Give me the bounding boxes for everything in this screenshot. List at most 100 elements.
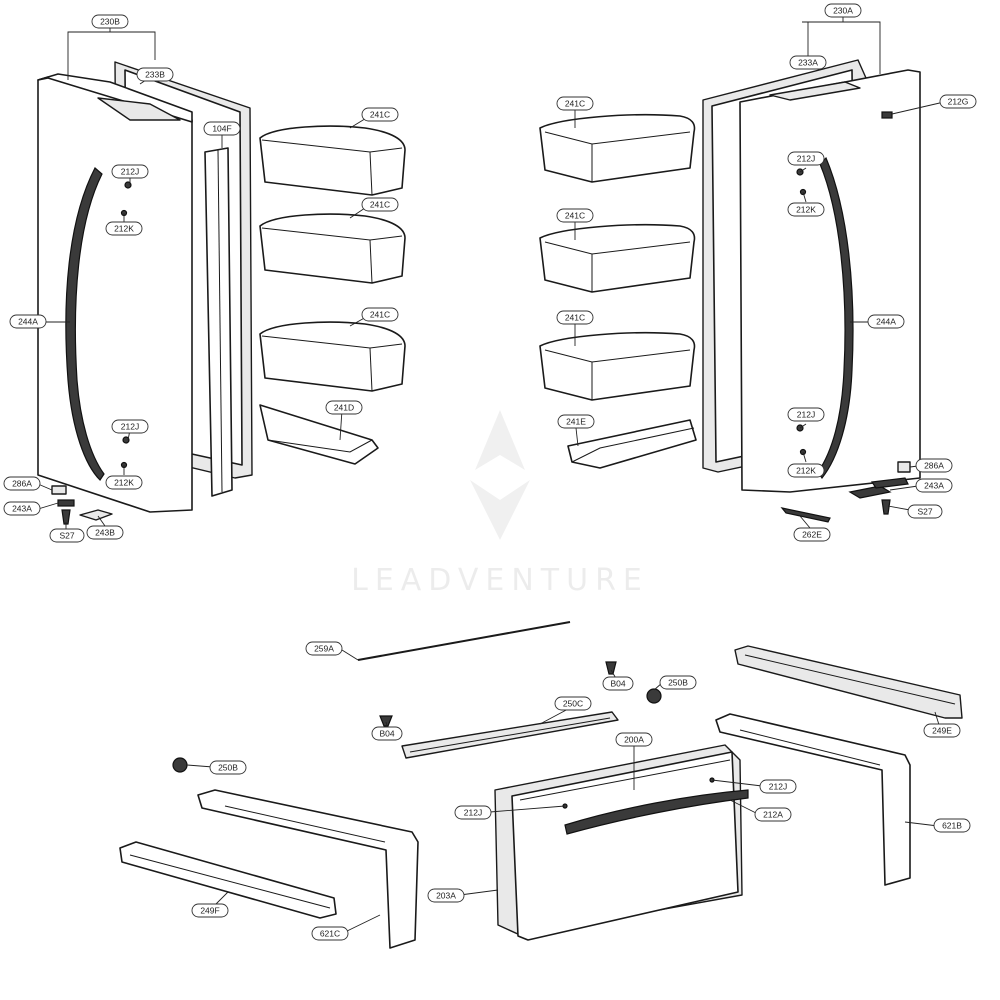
callout-241D: 241D (325, 400, 363, 415)
right-door-bins (539, 113, 697, 469)
svg-text:230B: 230B (100, 17, 120, 27)
callout-241E: 241E (557, 414, 595, 429)
svg-text:241C: 241C (565, 211, 585, 221)
svg-text:262E: 262E (802, 530, 822, 540)
door-bin-241C-left-1 (259, 125, 406, 196)
svg-text:233A: 233A (798, 58, 818, 68)
svg-text:250B: 250B (218, 763, 238, 773)
callout-203A: 203A (427, 888, 465, 903)
svg-text:233B: 233B (145, 70, 165, 80)
svg-text:212J: 212J (464, 808, 482, 818)
svg-text:250B: 250B (668, 678, 688, 688)
hinge-243A-right (848, 485, 892, 499)
right-door-top-cap (769, 81, 861, 101)
callout-250B-lower: 250B (209, 760, 247, 775)
svg-text:S27: S27 (917, 507, 932, 517)
watermark-text: LEADVENTURE (351, 563, 649, 598)
svg-text:B04: B04 (379, 729, 394, 739)
screw-212J-bottom-left (122, 436, 130, 444)
screw-S27-left (61, 509, 71, 525)
door-bin-241D (259, 404, 379, 465)
callout-212J-drawer-right: 212J (759, 779, 797, 794)
mullion-bar (204, 147, 233, 497)
callout-241C-left-1: 241C (361, 107, 399, 122)
door-bin-241C-left-2 (259, 213, 406, 284)
left-door-assembly (37, 61, 253, 525)
callout-286A-left: 286A (3, 476, 41, 491)
svg-text:244A: 244A (18, 317, 38, 327)
callout-212J-bottom-right: 212J (787, 407, 825, 422)
svg-text:104F: 104F (212, 124, 231, 134)
svg-text:200A: 200A (624, 735, 644, 745)
hinge-286A-right (897, 461, 911, 473)
left-door-top-cap (97, 97, 181, 121)
svg-text:212J: 212J (797, 154, 815, 164)
door-bin-241C-right-3 (539, 331, 696, 401)
callout-212A: 212A (754, 807, 792, 822)
screw-B04-upper (605, 661, 617, 675)
drawer-front-inner (519, 759, 731, 801)
rail-250C-groove (409, 717, 611, 753)
callout-212J-bottom-left: 212J (111, 419, 149, 434)
svg-text:241C: 241C (565, 99, 585, 109)
slide-rail-249F (119, 841, 337, 919)
svg-text:B04: B04 (610, 679, 625, 689)
svg-text:244A: 244A (876, 317, 896, 327)
callout-621C: 621C (311, 926, 349, 941)
svg-text:241E: 241E (566, 417, 586, 427)
callout-243A-left: 243A (3, 501, 41, 516)
right-door-outer-panel (739, 69, 921, 493)
svg-text:249E: 249E (932, 726, 952, 736)
callout-212J-top-right: 212J (787, 151, 825, 166)
svg-text:621C: 621C (320, 929, 340, 939)
svg-text:621B: 621B (942, 821, 962, 831)
callout-212K-bottom-left: 212K (105, 475, 143, 490)
roller-250B-right (646, 688, 662, 704)
svg-text:212J: 212J (797, 410, 815, 420)
callout-241C-right-2: 241C (556, 208, 594, 223)
callout-250C: 250C (554, 696, 592, 711)
mullion-edge (217, 149, 223, 493)
callouts: 230B 233B 104F 212J 212K 244A 212J 212K … (3, 3, 977, 941)
callout-244A-right: 244A (867, 314, 905, 329)
rail-249E (734, 645, 963, 719)
screw-S27-right (881, 499, 891, 515)
callout-241C-right-3: 241C (556, 310, 594, 325)
callout-212J-top-left: 212J (111, 164, 149, 179)
right-door-assembly (702, 59, 921, 523)
callout-243B: 243B (86, 525, 124, 540)
callout-233B: 233B (136, 67, 174, 82)
callout-621B: 621B (933, 818, 971, 833)
callout-212J-drawer-left: 212J (454, 805, 492, 820)
bracket-621B (715, 713, 911, 886)
svg-text:212A: 212A (763, 810, 783, 820)
rod-259A (357, 621, 571, 661)
callout-241C-right-1: 241C (556, 96, 594, 111)
svg-text:212J: 212J (121, 167, 139, 177)
svg-text:212K: 212K (114, 224, 134, 234)
door-bin-241E (567, 419, 697, 469)
callout-250B-upper: 250B (659, 675, 697, 690)
screw-212G (881, 111, 893, 119)
callout-212K-bottom-right: 212K (787, 463, 825, 478)
screw-212J-top-left (124, 181, 132, 189)
callout-212K-top-right: 212K (787, 202, 825, 217)
callout-230A: 230A (824, 3, 862, 18)
callout-286A-right: 286A (915, 458, 953, 473)
callout-259A: 259A (305, 641, 343, 656)
watermark-logo-icon (470, 410, 530, 540)
hinge-cover-243B (79, 509, 113, 521)
callout-233A: 233A (789, 55, 827, 70)
svg-text:212K: 212K (796, 205, 816, 215)
callout-212K-top-left: 212K (105, 221, 143, 236)
svg-text:212K: 212K (796, 466, 816, 476)
watermark: LEADVENTURE (351, 410, 649, 598)
callout-249F: 249F (191, 903, 229, 918)
svg-text:212J: 212J (121, 422, 139, 432)
hinge-pin-262E (780, 507, 831, 523)
roller-250B-left (172, 757, 188, 773)
callout-S27-right: S27 (907, 504, 943, 519)
svg-text:203A: 203A (436, 891, 456, 901)
door-bin-241C-left-3 (259, 321, 406, 392)
